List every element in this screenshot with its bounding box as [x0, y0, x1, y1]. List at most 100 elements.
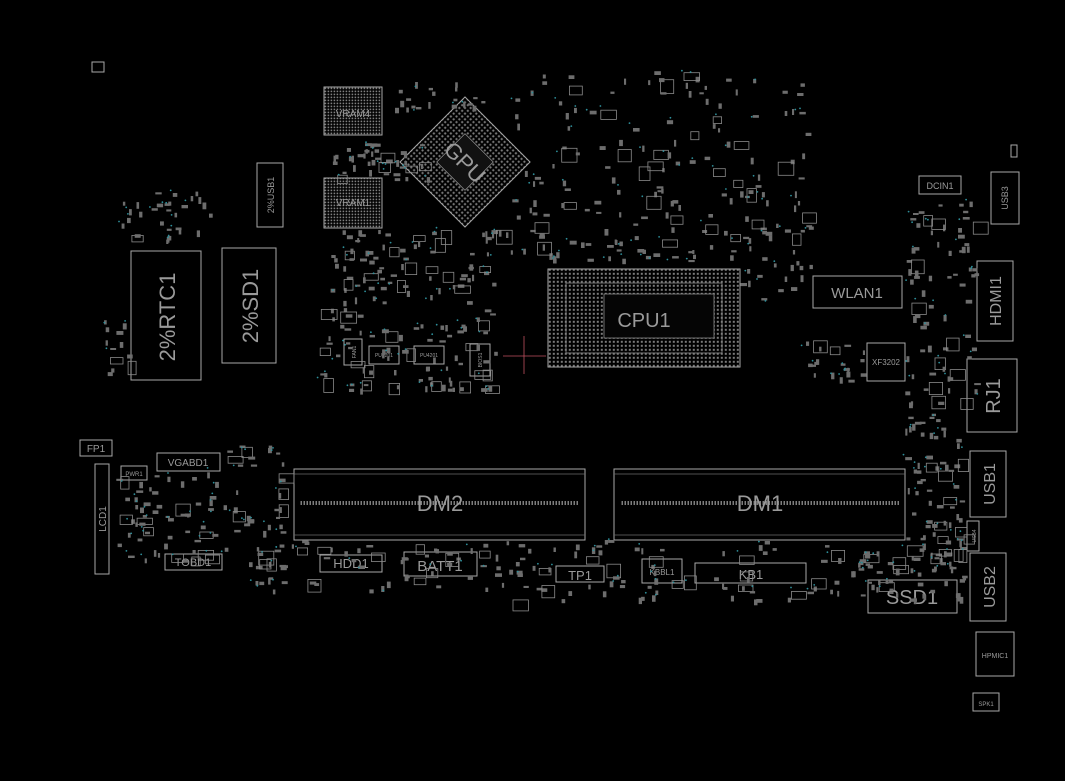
speaker-connector[interactable]: SPK1: [972, 692, 1000, 712]
via: [838, 373, 840, 375]
smd-part: [278, 504, 289, 518]
smd-part: [485, 587, 489, 592]
via: [939, 467, 942, 470]
smd-part: [586, 556, 600, 565]
via: [429, 563, 432, 566]
smd-part: [561, 203, 564, 209]
pu4201-chip[interactable]: PU4201: [413, 345, 445, 365]
corner-marker[interactable]: [91, 61, 105, 73]
usb2-connector[interactable]: USB2: [969, 552, 1007, 622]
smd-part: [369, 370, 373, 375]
smd-part: [619, 139, 623, 147]
smd-part: [195, 191, 199, 197]
keyboard-connector[interactable]: KB1: [694, 562, 807, 584]
smd-part: [291, 544, 294, 549]
smd-part: [930, 230, 933, 236]
via: [925, 520, 928, 523]
smd-part: [858, 568, 865, 571]
smd-part: [961, 246, 966, 254]
smd-part: [492, 233, 495, 239]
smd-part: [328, 336, 331, 342]
vram1-chip[interactable]: VRAM1: [323, 177, 383, 229]
smd-part: [731, 250, 737, 253]
usb3-connector[interactable]: USB3: [990, 171, 1020, 225]
hdmi-connector[interactable]: HDMI1: [976, 260, 1014, 342]
via: [365, 144, 368, 147]
via: [617, 184, 619, 186]
via: [489, 254, 492, 256]
dimm-slot-dm1[interactable]: DM1: [613, 468, 906, 541]
dcin-connector[interactable]: DCIN1: [918, 175, 962, 195]
vram4-chip[interactable]: VRAM4: [323, 86, 383, 136]
cpu-chip[interactable]: CPU1: [547, 268, 741, 368]
usb1-connector[interactable]: USB1: [969, 450, 1007, 518]
smd-part: [278, 493, 282, 499]
smd-part: [929, 432, 934, 440]
touchpad-connector[interactable]: TP1: [555, 565, 605, 583]
via: [232, 464, 235, 467]
smd-part: [915, 491, 919, 496]
fp-connector[interactable]: FP1: [79, 439, 113, 457]
lcd-connector[interactable]: LCD1: [94, 463, 110, 575]
via: [202, 520, 205, 523]
vgabd-connector[interactable]: VGABD1: [156, 452, 221, 472]
dimm-slot-dm2[interactable]: DM2: [293, 468, 586, 541]
via: [350, 383, 353, 386]
smd-part: [340, 324, 345, 329]
smd-part: [809, 264, 813, 270]
via: [165, 201, 168, 204]
smd-part: [166, 209, 172, 212]
smd-part: [704, 156, 711, 161]
smd-part: [174, 212, 178, 218]
rtc-battery[interactable]: 2%RTC1: [130, 250, 202, 381]
gpu-chip[interactable]: GPU: [399, 96, 531, 228]
power-switch[interactable]: PWR1: [120, 465, 148, 481]
via: [553, 255, 555, 257]
via: [806, 587, 809, 590]
smd-part: [107, 372, 113, 377]
smd-part: [279, 478, 286, 483]
smd-part: [585, 243, 592, 246]
smd-part: [596, 545, 603, 548]
smd-part: [354, 297, 358, 305]
smd-part: [910, 279, 914, 285]
bios-chip[interactable]: BIOS1: [469, 343, 491, 377]
battery-connector[interactable]: BATT1: [403, 551, 478, 577]
smd-part: [587, 258, 594, 262]
usb1-top-connector[interactable]: 2%USB1: [256, 162, 284, 228]
smd-part: [259, 581, 265, 586]
smd-part: [624, 78, 627, 85]
smd-part: [183, 559, 189, 563]
smd-part: [800, 229, 805, 233]
smd-part: [702, 230, 708, 233]
smd-part: [654, 191, 657, 198]
xf3202-component[interactable]: XF3202: [866, 342, 906, 382]
smd-part: [406, 98, 412, 101]
smd-part: [405, 576, 410, 579]
via: [431, 384, 433, 387]
hpmic-jack[interactable]: HPMIC1: [975, 631, 1015, 677]
pu4-label: PU4201: [420, 353, 438, 359]
via: [537, 562, 539, 565]
smd-part: [910, 568, 914, 574]
smd-part: [457, 330, 464, 334]
lcd-label: LCD1: [98, 506, 109, 532]
keyboard-backlight-connector[interactable]: KBBL1: [641, 558, 683, 584]
rj45-connector[interactable]: RJ1: [966, 358, 1018, 433]
via: [212, 481, 215, 484]
corner-marker-right[interactable]: [1010, 144, 1018, 158]
wlan-module[interactable]: WLAN1: [812, 275, 903, 309]
smd-part: [387, 356, 390, 361]
via: [658, 236, 660, 238]
hdmi-label: HDMI1: [988, 276, 1005, 326]
smd-part: [738, 584, 754, 592]
smd-part: [483, 360, 491, 364]
fan-connector[interactable]: FAN1: [343, 338, 363, 366]
smd-part: [553, 547, 556, 552]
via: [120, 480, 123, 482]
smd-part: [912, 512, 917, 516]
smd-part: [695, 76, 700, 83]
smd-part: [516, 215, 521, 220]
smd-part: [821, 559, 828, 563]
sd-card-slot[interactable]: 2%SD1: [221, 247, 277, 364]
